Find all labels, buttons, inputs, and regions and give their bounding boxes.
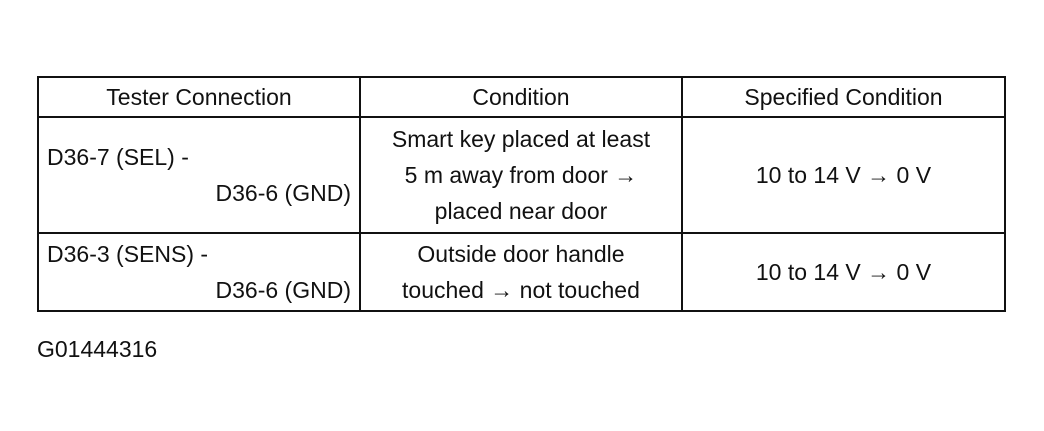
condition-line: Outside door handle [417, 241, 625, 267]
condition-line: Smart key placed at least [391, 126, 651, 152]
condition-cell: Smart key placed at least 5 m away from … [358, 116, 683, 234]
figure-id-label: G01444316 [37, 336, 158, 362]
condition-line: 5 m away from door → [404, 162, 638, 188]
tester-connection-cell: D36-3 (SENS) - D36-6 (GND) [37, 232, 361, 312]
condition-line: touched → not touched [402, 277, 640, 303]
table-row: D36-7 (SEL) - D36-6 (GND) Smart key plac… [37, 116, 1007, 234]
connection-terminal-from: D36-3 (SENS) - [47, 241, 209, 267]
header-tester-connection: Tester Connection [37, 76, 361, 118]
connection-terminal-to: D36-6 (GND) [215, 277, 351, 303]
connection-terminal-from: D36-7 (SEL) - [47, 144, 189, 170]
header-specified-condition: Specified Condition [680, 76, 1007, 118]
specified-condition-cell: 10 to 14 V → 0 V [680, 232, 1007, 312]
header-condition: Condition [358, 76, 683, 118]
connection-terminal-to: D36-6 (GND) [215, 180, 351, 206]
specified-condition-cell: 10 to 14 V → 0 V [680, 116, 1007, 234]
condition-line: placed near door [434, 198, 608, 224]
specification-table: Tester Connection Condition Specified Co… [37, 76, 1007, 312]
tester-connection-cell: D36-7 (SEL) - D36-6 (GND) [37, 116, 361, 234]
table-row: D36-3 (SENS) - D36-6 (GND) Outside door … [37, 232, 1007, 312]
table-header-row: Tester Connection Condition Specified Co… [37, 76, 1007, 118]
condition-cell: Outside door handle touched → not touche… [358, 232, 683, 312]
